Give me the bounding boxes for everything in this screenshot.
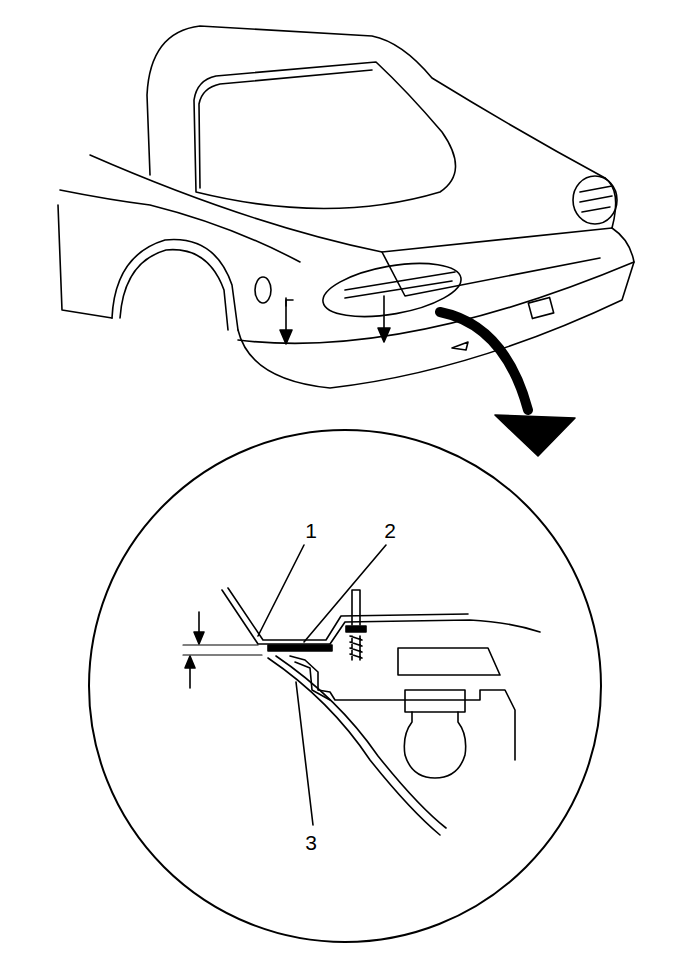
view-arrow-head — [495, 415, 575, 456]
deck-edge — [90, 155, 612, 252]
arrow-head — [185, 656, 195, 668]
window-trim — [199, 70, 372, 188]
bumper-detail — [452, 342, 468, 350]
leader-line — [258, 545, 304, 636]
arrow-head — [280, 330, 292, 344]
detail-circle — [89, 430, 601, 942]
bulb-base — [405, 690, 465, 712]
screw-thread — [350, 636, 362, 660]
door-edge — [58, 205, 112, 318]
body-side-line — [60, 190, 300, 262]
lamp-lens — [268, 658, 440, 835]
deck-panel — [222, 590, 540, 644]
tail-lamp-lens — [345, 272, 455, 298]
car-rear — [58, 26, 634, 388]
lamp-housing — [290, 656, 515, 760]
callout-number: 3 — [305, 832, 317, 853]
callout-number: 2 — [384, 520, 396, 541]
detail-view — [183, 545, 540, 835]
dimension-line — [183, 644, 258, 645]
fuel-door — [255, 277, 271, 303]
stud — [352, 590, 360, 625]
rear-bumper — [238, 228, 634, 388]
arrow-head — [194, 632, 204, 644]
seal-strip — [268, 645, 332, 651]
rear-window — [194, 62, 456, 209]
wheel-arch — [112, 240, 238, 330]
leader-line — [296, 682, 313, 825]
tail-lamp-right — [573, 176, 617, 224]
roof-outline — [147, 26, 605, 178]
callout-number: 1 — [305, 520, 317, 541]
section-bracket — [286, 300, 293, 306]
dimension-line — [183, 654, 262, 655]
nut — [346, 626, 366, 632]
wheel-arch-inner — [120, 250, 228, 330]
bulb-socket — [398, 648, 500, 675]
deck-panel-inner — [228, 588, 468, 640]
housing-lip — [295, 662, 330, 700]
bulb — [404, 712, 465, 778]
license-lamp — [528, 297, 553, 318]
view-arrow — [440, 312, 528, 410]
lamp-lens-inner — [276, 656, 446, 828]
rear-fascia-line — [382, 252, 600, 296]
tail-lamp-lens — [580, 186, 612, 212]
arrow-head — [378, 328, 390, 342]
leader-line — [304, 545, 386, 642]
